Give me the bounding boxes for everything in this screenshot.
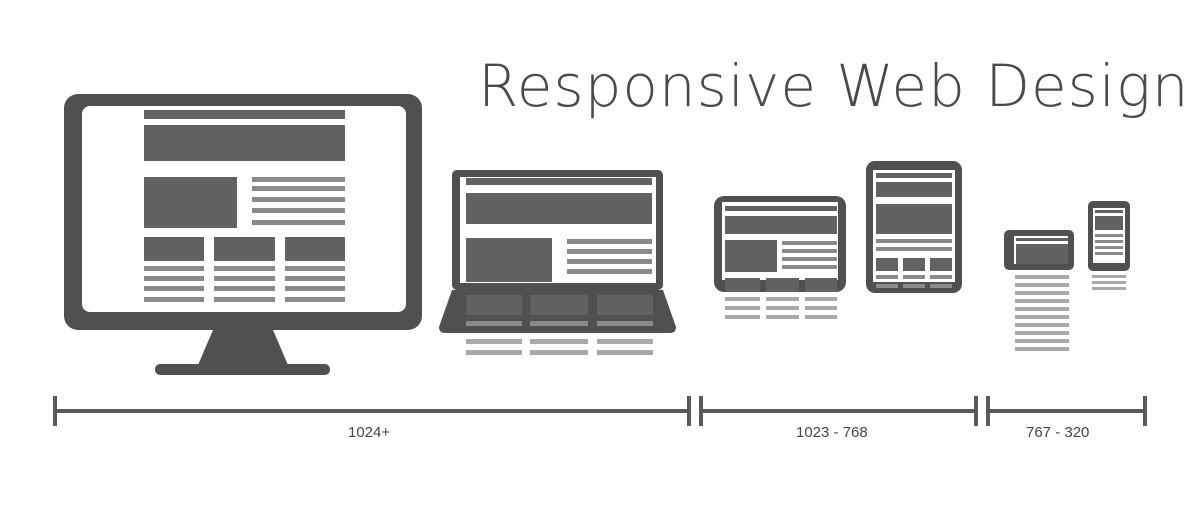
range-label-1024-plus: 1024+: [348, 424, 391, 441]
range-bar-767-320: [986, 396, 1147, 426]
range-bars: [53, 396, 1147, 426]
desktop-monitor-icon: [64, 94, 422, 375]
diagram-title: Responsive Web Design: [478, 52, 1190, 120]
range-bar-1024-plus: [53, 396, 691, 426]
tablet-portrait-icon: [866, 161, 962, 293]
laptop-icon: [439, 170, 676, 355]
phone-landscape-icon: [1004, 230, 1074, 351]
range-bar-1023-768: [699, 396, 978, 426]
range-label-1023-768: 1023 - 768: [796, 424, 868, 441]
range-label-767-320: 767 - 320: [1026, 424, 1090, 441]
phone-portrait-icon: [1088, 201, 1130, 290]
tablet-landscape-icon: [714, 196, 846, 319]
